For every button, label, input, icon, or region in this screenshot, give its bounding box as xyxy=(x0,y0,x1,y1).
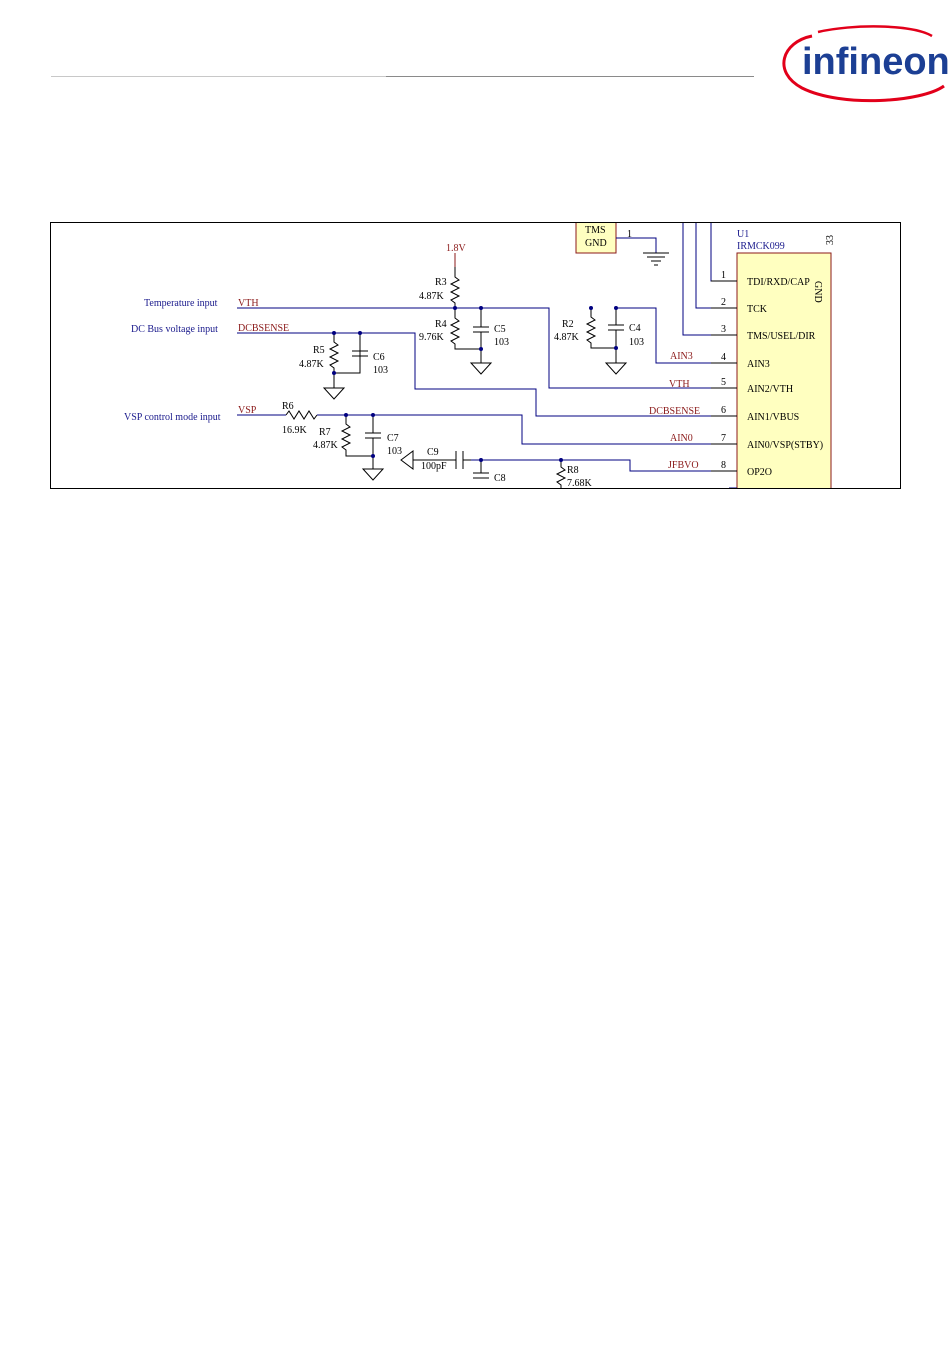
ic-pin-name: AIN2/VTH xyxy=(747,384,793,395)
header-rule-dark xyxy=(386,76,754,77)
net-label-vth: VTH xyxy=(238,298,259,309)
value-c5: 103 xyxy=(494,337,509,348)
ref-r2: R2 xyxy=(562,319,574,330)
ic-gnd-label: GND xyxy=(812,281,823,303)
net-label-vth-right: VTH xyxy=(669,379,690,390)
ref-c6: C6 xyxy=(373,352,385,363)
ref-r5: R5 xyxy=(313,345,325,356)
ic-pin-name: TMS/USEL/DIR xyxy=(747,331,816,342)
infineon-logo: infineon xyxy=(772,22,950,104)
ic-pin-number: 7 xyxy=(721,433,726,444)
ic-pin-number: 4 xyxy=(721,352,726,363)
ic-body xyxy=(736,252,832,488)
logo-wordmark: infineon xyxy=(802,41,950,83)
ic-part: IRMCK099 xyxy=(737,241,785,252)
ref-r7: R7 xyxy=(319,427,331,438)
ic-pin-number: 3 xyxy=(721,324,726,335)
ref-c9: C9 xyxy=(427,447,439,458)
net-label-ain3: AIN3 xyxy=(670,351,693,362)
ic-pin-name: AIN1/VBUS xyxy=(747,412,799,423)
ref-c4: C4 xyxy=(629,323,641,334)
net-label-dcbsense: DCBSENSE xyxy=(238,323,289,334)
header-rule-light xyxy=(51,76,386,77)
net-label-dcbsense-right: DCBSENSE xyxy=(649,406,700,417)
ic-pin33: 33 xyxy=(825,235,836,245)
net-label-vsp: VSP xyxy=(238,405,257,416)
value-c7: 103 xyxy=(387,446,402,457)
value-r5: 4.87K xyxy=(299,359,325,370)
ref-c7: C7 xyxy=(387,433,399,444)
ref-r6: R6 xyxy=(282,401,294,412)
ic-pin-number: 5 xyxy=(721,377,726,388)
value-r2: 4.87K xyxy=(554,332,580,343)
ref-r3: R3 xyxy=(435,277,447,288)
net-label-supply: 1.8V xyxy=(446,243,467,254)
value-r7: 4.87K xyxy=(313,440,339,451)
input-label-temperature: Temperature input xyxy=(144,298,218,309)
ic-pin-name: AIN0/VSP(STBY) xyxy=(747,440,823,451)
value-r3: 4.87K xyxy=(419,291,445,302)
ref-r8: R8 xyxy=(567,465,579,476)
value-r4: 9.76K xyxy=(419,332,445,343)
input-label-vsp: VSP control mode input xyxy=(124,412,221,423)
net-label-ain0: AIN0 xyxy=(670,433,693,444)
schematic-figure: Temperature input DC Bus voltage input V… xyxy=(50,222,901,489)
value-r8: 7.68K xyxy=(567,478,593,489)
value-c4: 103 xyxy=(629,337,644,348)
value-r6: 16.9K xyxy=(282,425,308,436)
input-label-dcbus: DC Bus voltage input xyxy=(131,324,218,335)
net-label-jfbvo: JFBVO xyxy=(668,460,699,471)
connector-pin-number: 1 xyxy=(627,229,632,240)
ic-pin-number: 8 xyxy=(721,460,726,471)
ic-pin-name: AIN3 xyxy=(747,359,770,370)
ic-pin-number: 2 xyxy=(721,297,726,308)
ic-pin-name: TDI/RXD/CAP xyxy=(747,277,810,288)
value-c9: 100pF xyxy=(421,461,447,472)
connector-label: GND xyxy=(585,238,607,249)
ic-pin-number: 6 xyxy=(721,405,726,416)
ic-pin-name: TCK xyxy=(747,304,768,315)
connector-label-top: TMS xyxy=(585,225,606,236)
ic-ref: U1 xyxy=(737,229,749,240)
ref-r4: R4 xyxy=(435,319,447,330)
ref-c8: C8 xyxy=(494,473,506,484)
connector-body xyxy=(575,223,617,254)
ref-c5: C5 xyxy=(494,324,506,335)
value-c6: 103 xyxy=(373,365,388,376)
ic-pin-number: 1 xyxy=(721,270,726,281)
ic-pin-name: OP2O xyxy=(747,467,772,478)
